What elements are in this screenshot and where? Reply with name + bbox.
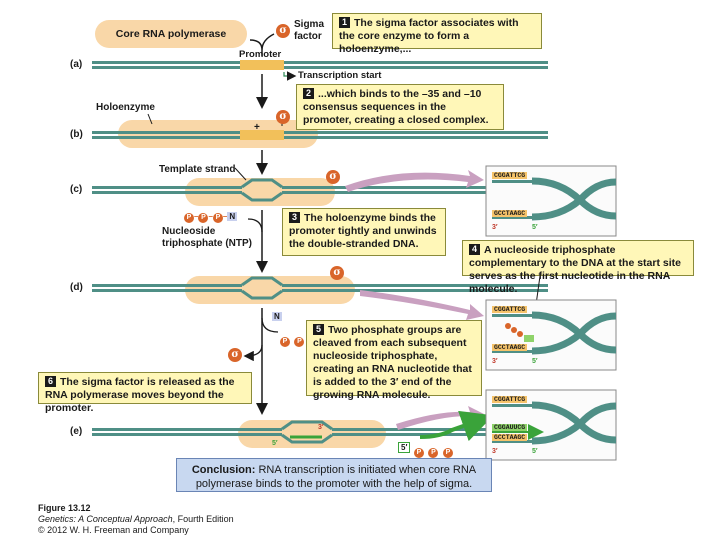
inset-e-top-seq: CGGATTCG [492,396,528,403]
dna-row-d [92,276,548,304]
nucleoside-base: N [227,212,238,221]
transcription-start-label: Transcription start [298,70,382,81]
step-6-number: 6 [45,376,56,387]
step-4-number: 4 [469,244,480,255]
row-label-c: (c) [70,184,83,195]
rna-phosphates: P P P [414,441,453,459]
phosphate-released-1: P [280,337,290,347]
template-strand-label: Template strand [159,164,236,175]
step-3-number: 3 [289,212,300,223]
step-2-number: 2 [303,88,314,99]
sigma-icon-b: σ [276,110,290,124]
ntp-molecule: P–P–P–N [184,212,238,223]
inset-c-3prime: 3′ [492,224,498,231]
plus-sign: + [254,122,260,133]
sigma-factor-label: Sigma factor [294,19,325,42]
row-label-e: (e) [70,426,83,437]
step-5-text: Two phosphate groups are cleaved from ea… [313,324,472,401]
step-2-text: ...which binds to the –35 and –10 consen… [303,88,489,126]
inset-d-top-seq: CGGATTCG [492,306,528,313]
step-1-number: 1 [339,17,350,28]
figure-number: Figure 13.12 [38,503,91,513]
figure-caption: Figure 13.12 Genetics: A Conceptual Appr… [38,503,234,536]
inset-c-5prime: 5′ [532,224,538,231]
promoter-label: Promoter [239,49,282,60]
inset-e-3prime: 3′ [492,448,498,455]
conclusion-label: Conclusion: [191,464,256,476]
sigma-icon-released: σ [228,348,242,362]
inset-d-3prime: 3′ [492,358,498,365]
dna-row-a [92,60,548,70]
core-rna-polymerase: Core RNA polymerase [95,20,247,48]
inset-c-top-seq: CGGATTCG [492,172,528,179]
phosphate-released-2: P [294,337,305,347]
dna-row-e [92,420,548,448]
step-2-callout: 2...which binds to the –35 and –10 conse… [296,84,504,130]
phosphate-1: P [184,213,194,223]
phosphate-3: P [212,213,223,223]
inset-e-bottom-seq: GCCTAAGC [492,434,528,441]
step-3-text: The holoenzyme binds the promoter tightl… [289,212,437,250]
row-label-d: (d) [70,282,83,293]
rna-5prime-label: 5′ [398,442,411,453]
conclusion-box: Conclusion: RNA transcription is initiat… [176,458,492,492]
inset-d-bottom-seq: GCCTAAGC [492,344,528,351]
holoenzyme-label: Holoenzyme [96,102,155,113]
row-label-a: (a) [70,59,83,70]
book-edition: , Fourth Edition [172,514,234,524]
step-4-text: A nucleoside triphosphate complementary … [469,244,681,295]
released-phosphates: P P [280,330,305,348]
step-1-text: The sigma factor associates with the cor… [339,17,519,55]
sigma-icon-c: σ [326,170,340,184]
sigma-icon: σ [276,24,290,38]
row-e-3prime: 3′ [318,424,324,431]
sigma-icon-d: σ [330,266,344,280]
phosphate-e-2: P [428,448,439,458]
conclusion-text: RNA transcription is initiated when core… [195,464,477,490]
phosphate-2: P [198,213,209,223]
inset-e-rna-seq: CGGAUUCG [492,424,528,431]
inset-c-bottom-seq: GCCTAAGC [492,210,528,217]
row-e-5prime: 5′ [272,440,278,447]
step-6-text: The sigma factor is released as the RNA … [45,376,235,414]
book-title: Genetics: A Conceptual Approach [38,514,173,524]
dna-row-b [92,120,548,148]
step-5-number: 5 [313,324,324,335]
inset-e-5prime: 5′ [532,448,538,455]
figure-copyright: © 2012 W. H. Freeman and Company [38,525,189,535]
ntp-label: Nucleoside triphosphate (NTP) [162,226,252,249]
phosphate-e-3: P [442,448,453,458]
inset-d-5prime: 5′ [532,358,538,365]
phosphate-e-1: P [414,448,424,458]
row-label-b: (b) [70,129,83,140]
dna-row-c [92,178,548,206]
figure-source: Genetics: A Conceptual Approach, Fourth … [38,514,234,525]
released-n: N [272,312,282,321]
